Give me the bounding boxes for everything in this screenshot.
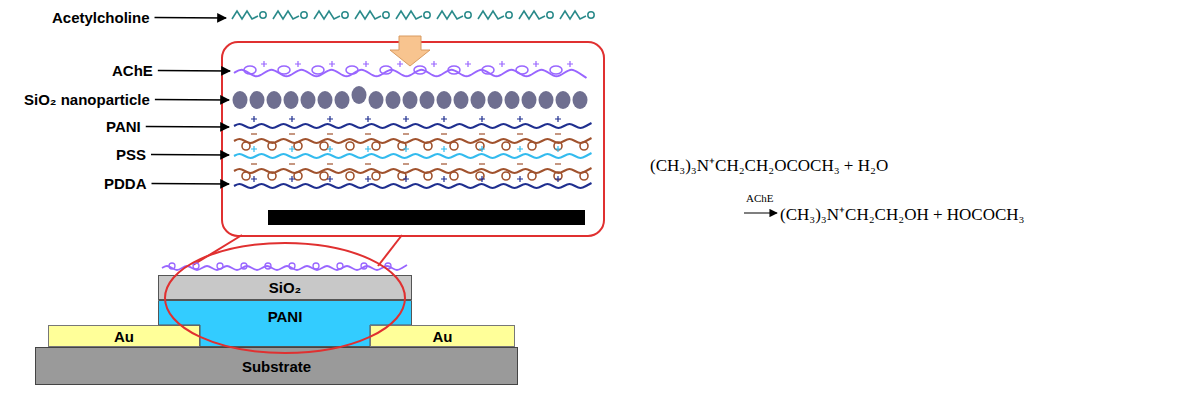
callout-box (222, 42, 604, 236)
node-label: Au (433, 328, 453, 345)
layer-name: PDDA (104, 175, 147, 192)
gold-electrode: Au (48, 325, 200, 347)
leader-arrow (158, 70, 230, 72)
leader-arrow (155, 99, 229, 101)
layer-name: PANI (106, 118, 141, 135)
electrode-bar (268, 210, 585, 225)
reaction-equation: (CH₃)₃N⁺CH₂CH₂OH + HOCOCH₃ (780, 202, 1025, 225)
callout-leader (193, 235, 242, 265)
node-label: SiO₂ (269, 279, 302, 296)
gold-electrode: Au (370, 325, 515, 347)
substrate: Substrate (35, 347, 518, 385)
oxide-layer: SiO₂ (158, 275, 412, 300)
node-label: Au (114, 328, 134, 345)
flow-arrow (390, 36, 430, 66)
node-label: PANI (268, 308, 303, 325)
leader-arrow (151, 154, 229, 156)
leader-arrow (155, 17, 226, 19)
enzyme-label: AChE (746, 192, 774, 204)
node-label: Substrate (242, 358, 311, 375)
layer-name: AChE (112, 62, 153, 79)
callout-leader (378, 235, 402, 266)
reaction-equation: (CH₃)₃N⁺CH₂CH₂OCOCH₃ + H₂O (650, 153, 888, 176)
leader-arrow (146, 126, 229, 128)
layer-name: PSS (116, 146, 146, 163)
layer-strokes (162, 11, 594, 270)
reaction-arrow (744, 212, 777, 213)
label-arrows (146, 18, 230, 185)
leader-arrow (152, 183, 229, 185)
layer-name: SiO₂ nanoparticle (24, 91, 150, 108)
molecule-name: Acetylcholine (52, 9, 150, 26)
